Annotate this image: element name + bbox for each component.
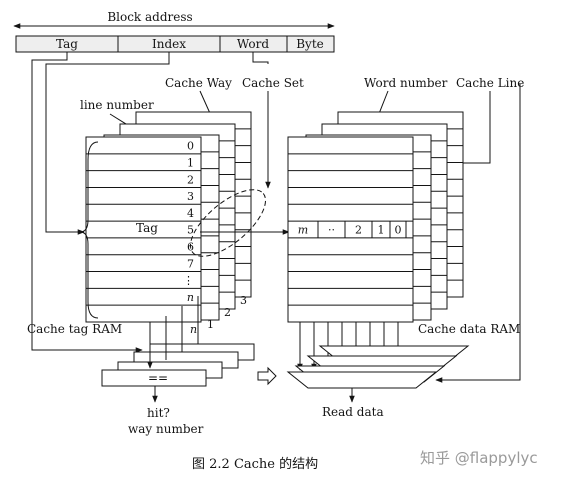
cache-data-ram-label: Cache data RAM bbox=[418, 322, 520, 336]
tag-row-number: ⋮ bbox=[183, 274, 194, 287]
tag-route bbox=[31, 52, 143, 353]
tag-field: Tag bbox=[56, 37, 78, 51]
cache-line-label: Cache Line bbox=[456, 76, 524, 90]
bottom-n: n bbox=[190, 323, 197, 336]
way-number-3: 3 bbox=[240, 294, 247, 307]
read-mux bbox=[286, 345, 470, 389]
tag-row-number: 2 bbox=[187, 173, 194, 186]
cache-tag-ram-label: Cache tag RAM bbox=[27, 322, 122, 336]
tag-ram-brace bbox=[79, 141, 99, 319]
word-cell-label: 2 bbox=[355, 224, 362, 237]
index-route bbox=[45, 52, 170, 235]
index-field: Index bbox=[152, 37, 186, 51]
word-cell-label: ·· bbox=[328, 224, 335, 237]
figure-caption: 图 2.2 Cache 的结构 bbox=[192, 456, 318, 472]
read-data-label: Read data bbox=[322, 405, 384, 419]
way-select-arrow bbox=[257, 366, 277, 386]
tag-row-number: 4 bbox=[187, 207, 194, 220]
cache-way-label: Cache Way bbox=[165, 76, 232, 90]
block-address-title: Block address bbox=[107, 10, 192, 24]
equals-sign: == bbox=[148, 371, 168, 385]
word-route bbox=[252, 52, 269, 64]
word-field: Word bbox=[237, 37, 269, 51]
block-address: Block address Tag Index Word Byte bbox=[13, 10, 335, 53]
word-cell-label: m bbox=[298, 224, 308, 237]
watermark: 知乎 @flappylyc bbox=[420, 449, 538, 467]
tag-row-number: 3 bbox=[187, 190, 194, 203]
line-number-label: line number bbox=[80, 98, 154, 112]
cache-set-label: Cache Set bbox=[242, 76, 304, 90]
word-cell-label: 0 bbox=[395, 224, 402, 237]
word-cell-label: 1 bbox=[378, 224, 385, 237]
tag-row-number: 5 bbox=[187, 224, 194, 237]
hit-label: hit? bbox=[147, 406, 170, 420]
tag-row-number: n bbox=[187, 291, 194, 304]
tag-row-number: 7 bbox=[187, 257, 194, 270]
tag-label: Tag bbox=[136, 221, 158, 235]
byte-field: Byte bbox=[296, 37, 324, 51]
tag-row-number: 0 bbox=[187, 140, 194, 153]
tag-row-number: 1 bbox=[187, 156, 194, 169]
way-number-label: way number bbox=[128, 422, 204, 436]
comparators: == bbox=[101, 343, 255, 387]
word-number-label: Word number bbox=[364, 76, 448, 90]
way-number-2: 2 bbox=[224, 306, 231, 319]
way-number-1: 1 bbox=[207, 318, 214, 331]
